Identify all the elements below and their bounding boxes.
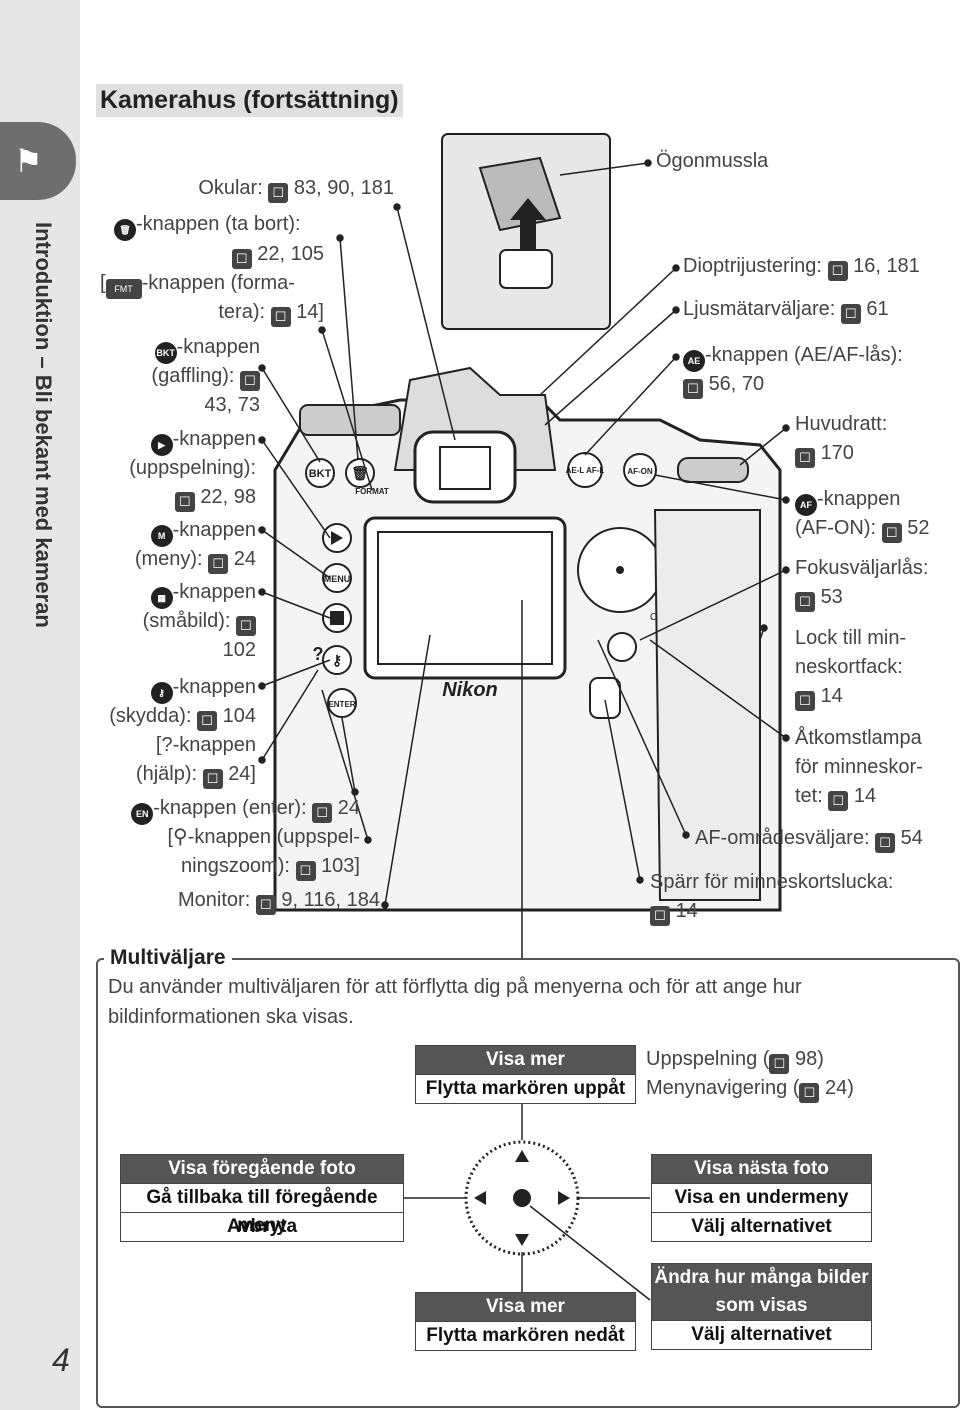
bkt-button-label: BKT xyxy=(309,468,332,480)
label-access-refs: tet: ☐ 14 xyxy=(795,782,876,811)
up-mode-2: Menynavigering (☐ 24) xyxy=(646,1074,854,1103)
label-aeaf-refs: ☐ 56, 70 xyxy=(683,370,764,399)
svg-text:ENTER: ENTER xyxy=(328,700,355,709)
label-thumb-button: ▦-knappen xyxy=(150,578,256,609)
label-bkt-button: BKT-knappen xyxy=(154,333,260,364)
label-slot-lock-refs: ☐ 14 xyxy=(650,897,698,926)
label-delete-refs: ☐ 22, 105 xyxy=(231,240,324,269)
label-protect-b: (skydda): ☐ 104 xyxy=(109,702,256,731)
label-eyecup: Ögonmussla xyxy=(656,150,769,172)
zoom-icon: ⚲ xyxy=(173,826,188,848)
label-enter-button: EN-knappen (enter): ☐ 24 xyxy=(131,794,360,825)
right-line-1: Visa nästa foto xyxy=(652,1154,871,1183)
label-menu-b: (meny): ☐ 24 xyxy=(135,545,256,574)
main-dial xyxy=(677,457,749,483)
label-aeaf-button: AE-knappen (AE/AF-lås): xyxy=(683,341,903,372)
label-zoom-button: [⚲-knappen (uppspel- xyxy=(167,826,360,848)
svg-text:🗑: 🗑 xyxy=(351,465,369,481)
multi-selector-panel xyxy=(96,958,960,1408)
label-bkt-refs: 43, 73 xyxy=(204,394,260,416)
svg-text:AE-L AF-L: AE-L AF-L xyxy=(566,466,605,475)
center-line-1: Ändra hur många bilder xyxy=(652,1263,871,1292)
center-line-3: Välj alternativet xyxy=(652,1320,871,1349)
label-card-cover-a: Lock till min- xyxy=(795,627,907,649)
nikon-logo: Nikon xyxy=(442,679,498,701)
label-menu-button: M-knappen xyxy=(150,516,256,547)
up-mode-1: Uppspelning (☐ 98) xyxy=(646,1045,824,1074)
svg-text:⚷: ⚷ xyxy=(332,652,342,668)
box-center: Ändra hur många bilder som visas Välj al… xyxy=(651,1263,872,1350)
label-help-b: (hjälp): ☐ 24] xyxy=(136,760,256,789)
label-thumb-b: (småbild): ☐ xyxy=(143,607,256,636)
right-line-2: Visa en undermeny xyxy=(652,1183,871,1212)
page-heading: Kamerahus (fortsättning) xyxy=(96,84,403,117)
label-afon-refs: (AF-ON): ☐ 52 xyxy=(795,514,929,543)
menu-icon: M xyxy=(150,525,173,547)
label-card-cover-b: neskortfack: xyxy=(795,656,903,678)
sidebar: ⚑ Introduktion – Bli bekant med kameran … xyxy=(0,0,80,1410)
play-icon: ▶ xyxy=(150,434,173,456)
label-metering: Ljusmätarväljare: ☐ 61 xyxy=(683,295,889,324)
label-focus-lock-refs: ☐ 53 xyxy=(795,583,843,612)
left-line-2: Gå tillbaka till föregående meny xyxy=(121,1183,403,1236)
up-line-2: Flytta markören uppåt xyxy=(416,1074,635,1103)
enter-icon: EN xyxy=(131,803,154,825)
down-line-1: Visa mer fotoinformation xyxy=(416,1292,635,1345)
label-play-refs: ☐ 22, 98 xyxy=(174,483,256,512)
label-access-a: Åtkomstlampa xyxy=(795,727,922,749)
bkt-icon: BKT xyxy=(154,342,177,364)
label-help-button: [?-knappen xyxy=(155,734,256,756)
label-main-dial-refs: ☐ 170 xyxy=(795,439,854,468)
box-up: Visa mer fotoinformation Flytta markören… xyxy=(415,1045,636,1104)
label-focus-lock: Fokusväljarlås: xyxy=(795,557,929,579)
trash-icon: 🗑 xyxy=(114,219,136,241)
label-bkt-b: (gaffling): ☐ xyxy=(151,362,260,391)
label-zoom-c: ningszoom): ☐ 103] xyxy=(181,852,360,881)
panel-text: Du använder multiväljaren för att förfly… xyxy=(108,976,802,1028)
section-title: Introduktion – Bli bekant med kameran xyxy=(31,222,56,628)
label-card-cover-refs: ☐ 14 xyxy=(795,682,843,711)
down-line-2: Flytta markören nedåt xyxy=(416,1321,635,1350)
af-on-icon: AF xyxy=(795,494,817,516)
panel-title: Multiväljare xyxy=(104,946,232,970)
label-afon-button: AF-knappen xyxy=(795,485,900,516)
left-line-3: Avbryta xyxy=(121,1212,403,1241)
label-format-button: [FMT-knappen (forma- xyxy=(100,269,295,299)
label-main-dial: Huvudratt: xyxy=(795,413,888,435)
label-okular: Okular: ☐ 83, 90, 181 xyxy=(198,174,394,203)
key-icon: ⚷ xyxy=(150,682,173,704)
svg-text:FORMAT: FORMAT xyxy=(355,487,389,496)
label-play-button: ▶-knappen xyxy=(150,425,256,456)
page-number: 4 xyxy=(52,1342,70,1378)
format-icon: FMT xyxy=(105,279,142,299)
label-af-area: AF-områdesväljare: ☐ 54 xyxy=(695,824,923,853)
svg-text:AF-ON: AF-ON xyxy=(627,467,653,476)
box-down: Visa mer fotoinformation Flytta markören… xyxy=(415,1292,636,1351)
svg-text:?: ? xyxy=(313,644,324,664)
label-play-b: (uppspelning): xyxy=(129,457,256,479)
thumbnail-icon: ▦ xyxy=(150,587,173,609)
center-line-2: som visas xyxy=(652,1292,871,1320)
up-line-1: Visa mer fotoinformation xyxy=(416,1045,635,1098)
label-protect-button: ⚷-knappen xyxy=(150,673,256,704)
label-access-b: för minneskor- xyxy=(795,756,923,778)
label-monitor: Monitor: ☐ 9, 116, 184 xyxy=(178,886,380,915)
box-left: Visa föregående foto Gå tillbaka till fö… xyxy=(120,1154,404,1242)
right-line-3: Välj alternativet xyxy=(652,1212,871,1241)
label-thumb-refs: 102 xyxy=(222,639,256,661)
label-format-refs: tera): ☐ 14] xyxy=(218,298,324,327)
box-right: Visa nästa foto Visa en undermeny Välj a… xyxy=(651,1154,872,1242)
label-delete-button: 🗑-knappen (ta bort): xyxy=(114,210,301,241)
rooster-icon: ⚑ xyxy=(14,143,43,179)
sidebar-tab: ⚑ xyxy=(0,122,76,200)
ae-af-lock-icon: AE xyxy=(683,350,705,372)
label-slot-lock: Spärr för minneskortslucka: xyxy=(650,871,894,893)
label-diopter: Dioptrijustering: ☐ 16, 181 xyxy=(683,252,920,281)
svg-text:MENU: MENU xyxy=(324,574,351,584)
left-line-1: Visa föregående foto xyxy=(121,1154,403,1183)
